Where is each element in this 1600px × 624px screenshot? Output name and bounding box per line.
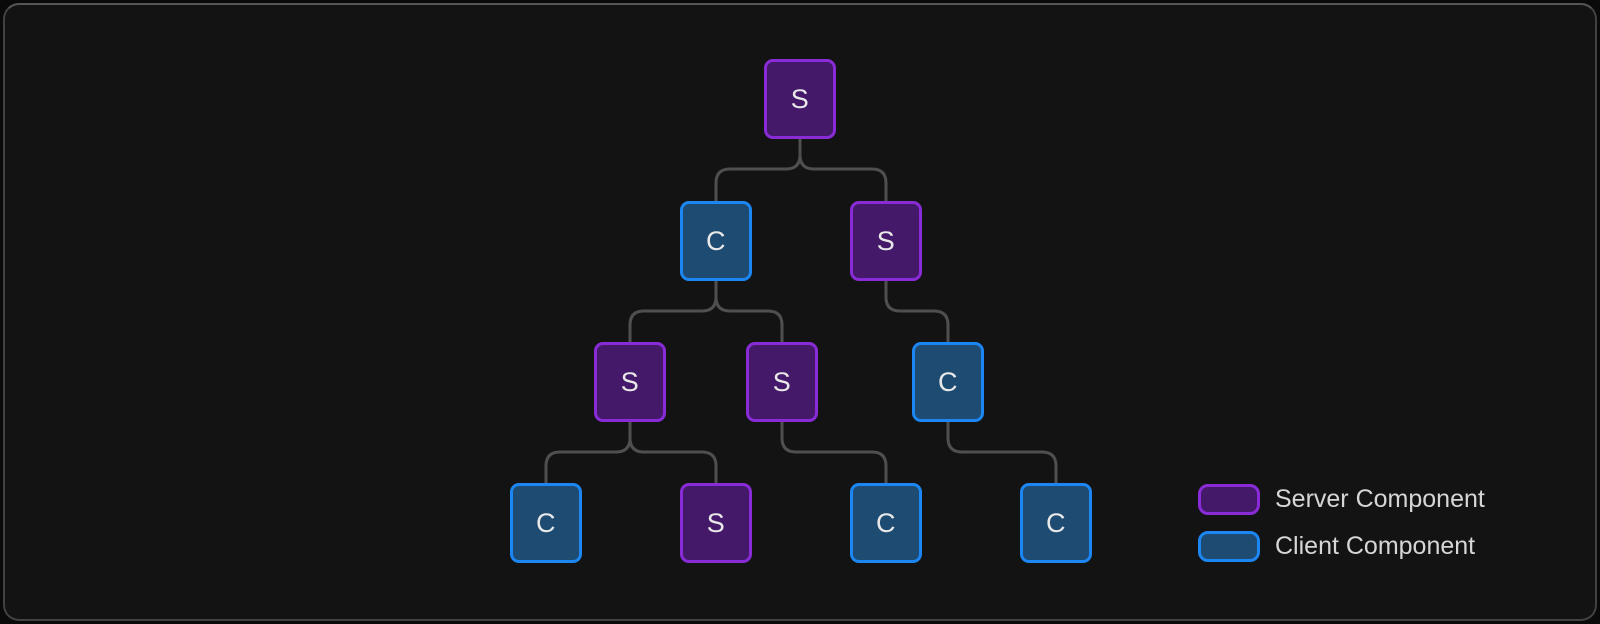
client-component-swatch-icon: [1198, 531, 1260, 562]
tree-node-server: S: [746, 342, 818, 422]
tree-node-client: C: [680, 201, 752, 281]
edge: [714, 137, 802, 203]
edge: [798, 137, 888, 203]
edge: [628, 279, 718, 344]
tree-node-client: C: [510, 483, 582, 563]
tree-node-server: S: [594, 342, 666, 422]
tree-node-server: S: [764, 59, 836, 139]
edge: [544, 420, 632, 485]
legend-item-server: Server Component: [1198, 484, 1485, 515]
tree-node-server: S: [850, 201, 922, 281]
server-component-swatch-icon: [1198, 484, 1260, 515]
legend-item-client: Client Component: [1198, 531, 1485, 562]
tree-node-client: C: [912, 342, 984, 422]
tree-node-server: S: [680, 483, 752, 563]
edge: [714, 279, 784, 344]
edge: [884, 279, 950, 344]
edge: [780, 420, 888, 485]
legend: Server Component Client Component: [1198, 484, 1485, 562]
edge: [946, 420, 1058, 485]
tree-node-client: C: [1020, 483, 1092, 563]
legend-label-client: Client Component: [1275, 532, 1476, 560]
legend-label-server: Server Component: [1275, 485, 1485, 513]
tree-node-client: C: [850, 483, 922, 563]
edge: [628, 420, 718, 485]
